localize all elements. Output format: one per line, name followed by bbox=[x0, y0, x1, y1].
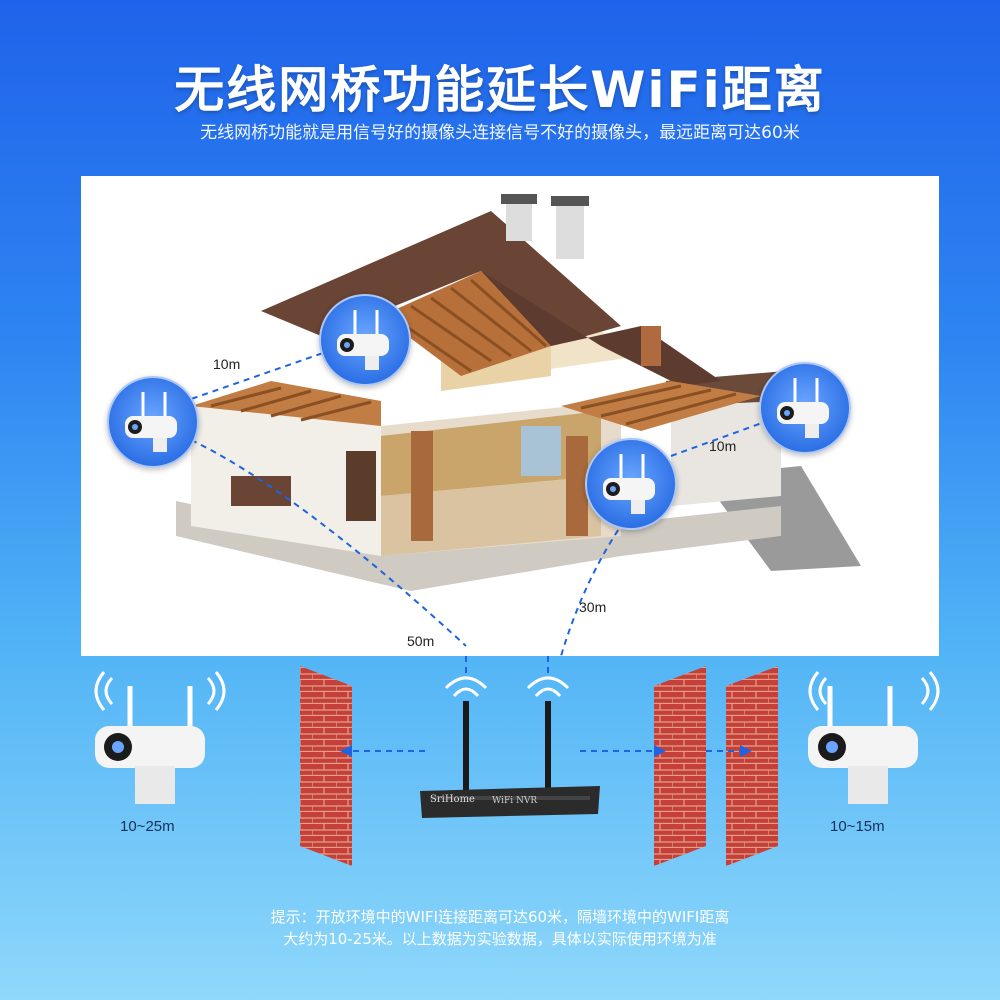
distance-label-bottom: 50m bbox=[407, 633, 435, 649]
distance-label-right-top: 10m bbox=[709, 438, 737, 454]
house-illustration bbox=[170, 194, 861, 656]
tip-text: 提示：开放环境中的WIFI连接距离可达60米，隔墙环境中的WIFI距离 大约为1… bbox=[0, 906, 1000, 950]
camera-right-icon bbox=[759, 362, 851, 454]
right-camera-icon bbox=[808, 686, 918, 804]
page-title: 无线网桥功能延长WiFi距离 bbox=[174, 61, 826, 119]
camera-upper-roof-icon bbox=[319, 294, 411, 386]
camera-left-icon bbox=[107, 376, 199, 468]
right-range-label: 10~15m bbox=[830, 818, 885, 835]
wall-range-illustration bbox=[94, 656, 940, 866]
left-camera-icon bbox=[95, 686, 205, 804]
left-range-label: 10~25m bbox=[120, 818, 175, 835]
nvr-device-icon bbox=[420, 676, 600, 818]
house-diagram-panel: 10m 10m 30m 50m bbox=[81, 176, 939, 656]
distance-label-left-top: 10m bbox=[213, 356, 241, 372]
tip-line-1: 提示：开放环境中的WIFI连接距离可达60米，隔墙环境中的WIFI距离 bbox=[270, 908, 730, 926]
nvr-brand-text: SriHome bbox=[430, 794, 475, 805]
tip-line-2: 大约为10-25米。以上数据为实验数据，具体以实际使用环境为准 bbox=[283, 930, 717, 948]
wall-range-section: SriHome WiFi NVR 10~25m 10~15m bbox=[0, 656, 1000, 1000]
nvr-model-text: WiFi NVR bbox=[492, 796, 538, 806]
page-subtitle: 无线网桥功能就是用信号好的摄像头连接信号不好的摄像头，最远距离可达60米 bbox=[200, 123, 800, 143]
camera-porch-icon bbox=[585, 438, 677, 530]
distance-label-middle: 30m bbox=[579, 599, 607, 615]
